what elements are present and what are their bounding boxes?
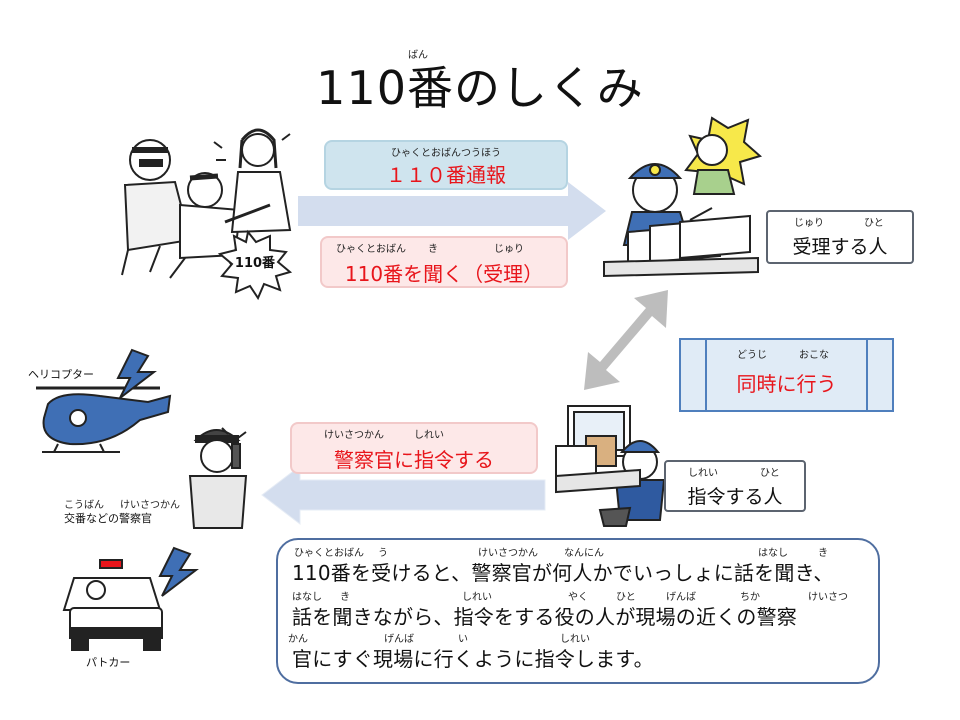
commander-callout-ruby-1: しれい (688, 468, 718, 479)
report-box-ruby: ひゃくとおばんつうほう (391, 148, 501, 159)
explanation-box: ひゃくとおばん う けいさつかん なんにん はなし き 110番を受けると、警察… (276, 538, 880, 684)
flow-arrow-left (261, 464, 546, 526)
officer-illustration (188, 427, 248, 529)
command-box-ruby-2: しれい (414, 430, 444, 441)
note-line-1: 110番を受けると、警察官が何人かでいっしょに話を聞き、 (292, 561, 834, 585)
note-line2-ruby-1: はなし (292, 592, 322, 603)
helicopter-label: ヘリコプター (28, 368, 94, 381)
note-line2-ruby-3: しれい (462, 592, 492, 603)
simultaneous-panel: どうじ おこな 同時に行う (679, 338, 894, 412)
panel-left-bar (705, 340, 707, 410)
patrol-car-label: パトカー (86, 656, 131, 669)
listen-box-ruby-1: ひゃくとおばん (336, 244, 406, 255)
commander-illustration (555, 405, 666, 527)
note-line2-ruby-7: ちか (740, 592, 760, 603)
note-line2-ruby-8: けいさつ (808, 592, 848, 603)
command-box-ruby-1: けいさつかん (324, 430, 384, 441)
note-line3-ruby-2: げんば (384, 634, 414, 645)
command-box: けいさつかん しれい 警察官に指令する (290, 422, 538, 474)
listen-box-ruby-2: き (428, 244, 438, 255)
command-box-label: 警察官に指令する (334, 448, 494, 472)
report-box-label: １１０番通報 (386, 163, 506, 187)
report-box: ひゃくとおばんつうほう １１０番通報 (324, 140, 568, 190)
starburst-icon (217, 229, 293, 301)
note-line1-ruby-4: なんにん (564, 548, 604, 559)
call-receiver-illustration (603, 116, 763, 278)
crime-scene-illustration (121, 128, 292, 279)
simultaneous-ruby-1: どうじ (737, 350, 767, 361)
panel-right-bar (866, 340, 868, 410)
note-line1-ruby-1: ひゃくとおばん (294, 548, 364, 559)
title-ruby: ばん (408, 50, 428, 61)
commander-callout: しれい ひと 指令する人 (664, 460, 806, 512)
receiver-callout-ruby-1: じゅり (794, 218, 824, 229)
receiver-callout-label: 受理する人 (792, 236, 888, 258)
double-arrow-icon (584, 290, 668, 390)
simultaneous-label: 同時に行う (736, 372, 837, 396)
officer-label-ruby-2: けいさつかん (120, 500, 180, 511)
note-line1-ruby-6: き (818, 548, 828, 559)
simultaneous-ruby-2: おこな (799, 350, 829, 361)
note-line1-ruby-3: けいさつかん (478, 548, 538, 559)
note-line1-ruby-5: はなし (758, 548, 788, 559)
badge-110: 110番 (234, 256, 276, 271)
note-line3-ruby-1: かん (288, 634, 308, 645)
note-line2-ruby-4: やく (568, 592, 588, 603)
listen-box: ひゃくとおばん き じゅり 110番を聞く（受理） (320, 236, 568, 288)
note-line3-ruby-3: い (458, 634, 468, 645)
note-line2-ruby-5: ひと (616, 592, 636, 603)
note-line3-ruby-4: しれい (560, 634, 590, 645)
note-line-3: 官にすぐ現場に行くように指令します。 (292, 647, 654, 671)
officer-label-ruby-1: こうばん (64, 500, 104, 511)
listen-box-label: 110番を聞く（受理） (344, 262, 544, 286)
note-line-2: 話を聞きながら、指令をする役の人が現場の近くの警察 (292, 605, 797, 629)
note-line2-ruby-6: げんば (666, 592, 696, 603)
receiver-callout: じゅり ひと 受理する人 (766, 210, 914, 264)
commander-callout-ruby-2: ひと (760, 468, 780, 479)
note-line2-ruby-2: き (340, 592, 350, 603)
note-line1-ruby-2: う (378, 548, 388, 559)
flow-arrow-right (298, 182, 606, 240)
officer-label: 交番などの警察官 (64, 512, 152, 525)
commander-callout-label: 指令する人 (687, 486, 783, 508)
receiver-callout-ruby-2: ひと (864, 218, 884, 229)
patrol-car-illustration (62, 546, 199, 651)
listen-box-ruby-3: じゅり (494, 244, 524, 255)
helicopter-illustration (36, 348, 172, 453)
page-title: 110番のしくみ (316, 61, 644, 115)
